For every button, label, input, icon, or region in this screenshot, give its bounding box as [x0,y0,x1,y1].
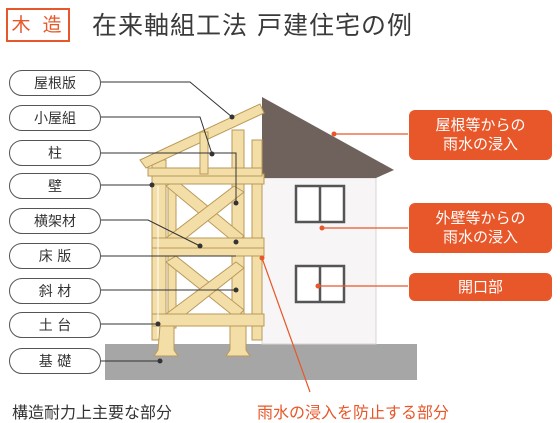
label-floor-board: 床 版 [9,243,101,269]
label-brace: 斜 材 [9,278,101,304]
footer-waterproof: 雨水の浸入を防止する部分 [257,403,450,422]
label-sill: 土 台 [9,312,101,338]
label-column: 柱 [9,140,101,166]
callout-opening: 開口部 [409,273,552,301]
label-foundation: 基 礎 [9,348,101,374]
right-leaders [261,133,408,393]
right-leader-dots [259,131,337,289]
callout-roof-water: 屋根等からの 雨水の浸入 [409,110,552,160]
leader-dots [149,114,239,364]
label-wall: 壁 [9,173,101,199]
label-beam: 横架材 [9,208,101,234]
left-leaders [101,81,237,362]
callout-roof-line1: 屋根等からの [435,116,526,134]
callout-opening-label: 開口部 [457,277,503,296]
beam-middle [151,237,265,249]
ground [105,344,417,380]
callout-wall-line1: 外壁等からの [435,209,526,227]
callout-wall-water: 外壁等からの 雨水の浸入 [409,203,552,253]
upper-window [294,184,346,224]
footer-structural: 構造耐力上主要な部分 [12,403,173,422]
sill [151,313,265,327]
label-roof-board: 屋根版 [9,70,101,96]
category-tag: 木 造 [6,8,70,42]
callout-wall-line2: 雨水の浸入 [442,228,518,246]
roof [262,97,394,178]
wood-frame [139,103,265,357]
foundation-right [225,325,251,357]
label-roof-truss: 小屋組 [9,105,101,131]
lower-window [294,264,346,304]
page-title: 在来軸組工法 戸建住宅の例 [92,11,413,40]
callout-roof-line2: 雨水の浸入 [442,135,518,153]
foundation-left [153,325,179,357]
